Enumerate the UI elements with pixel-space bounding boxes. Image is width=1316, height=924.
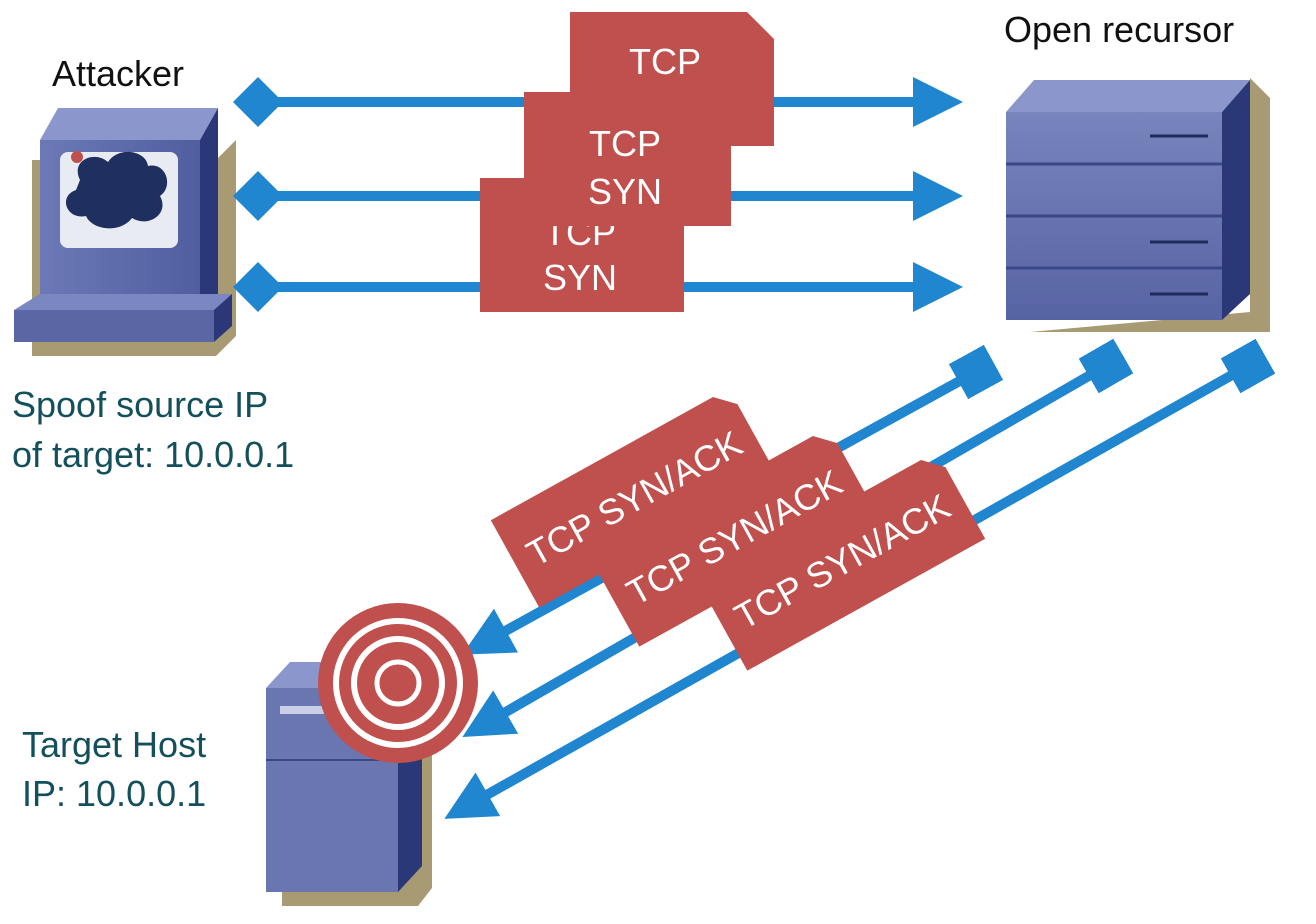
open-recursor-server-icon: [1006, 78, 1270, 332]
packet-forward-2: TCP SYN: [524, 92, 731, 226]
attacker-computer-icon: [14, 108, 236, 356]
svg-text:SYN: SYN: [588, 171, 662, 212]
svg-text:TCP: TCP: [589, 123, 661, 164]
target-host-label: Target Host: [22, 724, 207, 765]
spoof-note-line1: Spoof source IP: [12, 384, 269, 425]
open-recursor-label: Open recursor: [1004, 9, 1235, 50]
target-ip-label: IP: 10.0.0.1: [22, 773, 207, 814]
svg-text:SYN: SYN: [543, 257, 617, 298]
target-bullseye-icon: [318, 603, 478, 763]
svg-text:TCP: TCP: [629, 41, 701, 82]
attacker-label: Attacker: [52, 53, 185, 94]
spoof-note-line2: of target: 10.0.0.1: [12, 434, 295, 475]
